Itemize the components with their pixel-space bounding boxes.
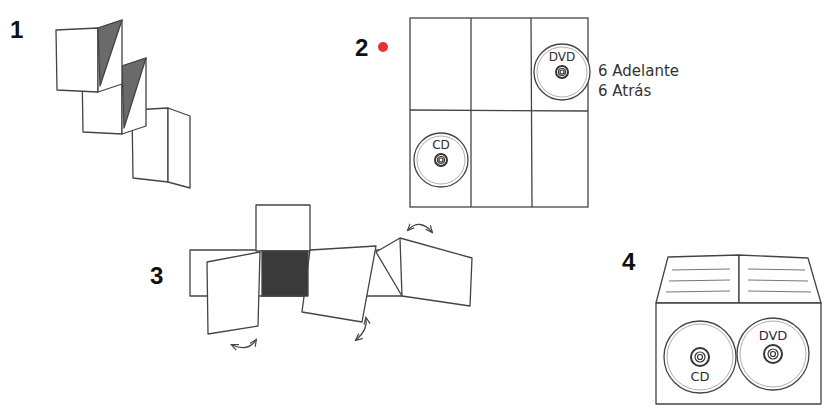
shaded-fold: [98, 20, 122, 86]
fold-arrow: [408, 224, 432, 232]
disc-hub: [559, 69, 566, 76]
disc-hub: [435, 154, 447, 166]
disc-edge: [534, 44, 590, 100]
disc: DVD: [533, 43, 591, 101]
disc-label: DVD: [759, 329, 788, 342]
red-dot: [378, 42, 388, 52]
disc-hub: [691, 348, 709, 366]
folded-page: [122, 58, 146, 134]
flap-lines: [666, 269, 811, 292]
accordion-sketch: [56, 20, 190, 188]
callout-number: 2: [355, 34, 368, 62]
lid-flap: [739, 255, 821, 303]
disc-hub: [698, 355, 703, 360]
end-box: [376, 238, 472, 306]
left-flap: [207, 252, 260, 334]
lid-flap: [656, 255, 739, 303]
disc-edge: [414, 133, 468, 187]
center-square: [262, 251, 308, 296]
callout-number: 3: [150, 262, 163, 290]
note-text: 6 Atrás: [598, 82, 651, 100]
grid-line: [470, 18, 471, 207]
disc-hub: [768, 349, 778, 359]
disc-hub: [771, 352, 776, 357]
shaded-fold: [122, 58, 146, 128]
box-sketch: [656, 255, 821, 404]
disc-hub: [560, 70, 564, 74]
right-flap: [302, 246, 376, 322]
disc-label: CD: [432, 139, 450, 151]
callout-number: 1: [10, 16, 23, 44]
disc-edge: [667, 324, 733, 390]
disc-label: CD: [690, 370, 709, 383]
disc-label: DVD: [549, 51, 575, 63]
disc-edge: [740, 321, 806, 387]
grid-line: [531, 18, 532, 207]
note-text: 6 Adelante: [598, 62, 679, 80]
unfolding-sketch: [190, 205, 472, 348]
disc-hub: [556, 66, 568, 78]
fold-arrow: [232, 340, 256, 348]
disc: CD: [663, 320, 737, 394]
disc-hub: [764, 345, 782, 363]
disc-edge: [417, 136, 465, 184]
grid-line: [410, 110, 588, 111]
folded-page: [168, 108, 190, 188]
folded-page: [98, 20, 122, 92]
fold-line: [400, 238, 402, 296]
disc-hub: [438, 157, 445, 164]
top-flap: [256, 205, 310, 251]
folded-page: [56, 28, 98, 92]
disc-hub: [695, 352, 705, 362]
disc-hub: [439, 158, 443, 162]
disc-edge: [664, 321, 736, 393]
fold-arrow: [356, 318, 366, 340]
callout-number: 4: [622, 248, 635, 276]
disc: CD: [413, 132, 469, 188]
box-base: [656, 303, 821, 404]
disc: DVD: [736, 317, 810, 391]
disc-edge: [737, 318, 809, 390]
disc-edge: [537, 47, 587, 97]
